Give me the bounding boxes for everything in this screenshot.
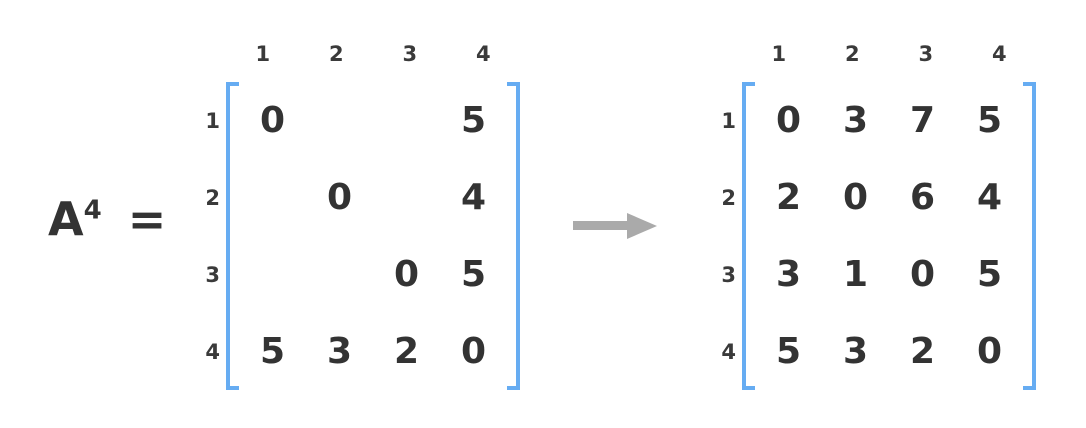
matrix-cell: 2	[393, 330, 420, 372]
matrix-cell: 5	[976, 253, 1003, 295]
row-label: 2	[205, 185, 220, 210]
row-label: 4	[721, 339, 736, 364]
matrix-grid: 1 2 3 4 1 2 3 4 0 3 7 5	[706, 40, 1036, 390]
matrix-cell: 3	[842, 99, 869, 141]
column-header: 2	[844, 42, 860, 66]
column-header-row: 1 2 3 4	[226, 40, 520, 80]
matrix-row: 0 5	[239, 236, 507, 313]
matrix-cell: 3	[326, 330, 353, 372]
matrix-cell: 3	[842, 330, 869, 372]
column-header: 1	[771, 42, 787, 66]
matrix-cell: 0	[976, 330, 1003, 372]
matrix-cell: 5	[775, 330, 802, 372]
row-label: 2	[721, 185, 736, 210]
row-label: 1	[721, 108, 736, 133]
matrix-cell: 4	[976, 176, 1003, 218]
matrix-cell: 0	[393, 253, 420, 295]
column-header: 2	[328, 42, 344, 66]
result-matrix: 1 2 3 4 1 2 3 4 0 3 7 5	[706, 40, 1036, 390]
matrix-row: 5 3 2 0	[239, 313, 507, 390]
matrix-cell	[373, 82, 440, 159]
row-label-column: 1 2 3 4	[706, 82, 736, 390]
matrix-cell: 6	[909, 176, 936, 218]
column-header: 4	[475, 42, 491, 66]
matrix-cell: 5	[976, 99, 1003, 141]
equation-label: A4=	[48, 196, 166, 242]
right-bracket	[507, 82, 520, 390]
left-bracket	[742, 82, 755, 390]
matrix-cell	[373, 159, 440, 236]
matrix-cell	[306, 82, 373, 159]
column-header: 4	[991, 42, 1007, 66]
matrix-cell	[306, 236, 373, 313]
column-header-row: 1 2 3 4	[742, 40, 1036, 80]
matrix-cell: 7	[909, 99, 936, 141]
column-header: 3	[918, 42, 934, 66]
matrix-cell: 5	[259, 330, 286, 372]
column-header: 3	[402, 42, 418, 66]
matrix-grid: 1 2 3 4 1 2 3 4 0 5	[190, 40, 520, 390]
row-label: 1	[205, 108, 220, 133]
column-header: 1	[255, 42, 271, 66]
matrix-row: 0 4	[239, 159, 507, 236]
matrix-cell: 3	[775, 253, 802, 295]
matrix-cell: 0	[326, 176, 353, 218]
matrix-cells: 0 5 0 4 0 5	[239, 82, 507, 390]
matrix-cell: 5	[460, 99, 487, 141]
row-label: 4	[205, 339, 220, 364]
matrix-body: 0 5 0 4 0 5	[226, 82, 520, 390]
matrix-cell	[239, 159, 306, 236]
equals-sign: =	[127, 192, 167, 246]
input-matrix: 1 2 3 4 1 2 3 4 0 5	[190, 40, 520, 390]
row-label: 3	[721, 262, 736, 287]
row-label-column: 1 2 3 4	[190, 82, 220, 390]
row-label: 3	[205, 262, 220, 287]
right-arrow-icon	[573, 210, 659, 242]
matrix-row: 5 3 2 0	[755, 313, 1023, 390]
matrix-symbol: A	[48, 192, 84, 246]
matrix-cell: 0	[775, 99, 802, 141]
matrix-cell: 5	[460, 253, 487, 295]
matrix-body: 0 3 7 5 2 0 6 4 3 1 0 5	[742, 82, 1036, 390]
matrix-cell	[239, 236, 306, 313]
matrix-cell: 4	[460, 176, 487, 218]
matrix-row: 0 3 7 5	[755, 82, 1023, 159]
matrix-cell: 2	[775, 176, 802, 218]
matrix-cells: 0 3 7 5 2 0 6 4 3 1 0 5	[755, 82, 1023, 390]
matrix-row: 0 5	[239, 82, 507, 159]
matrix-cell: 2	[909, 330, 936, 372]
matrix-cell: 0	[259, 99, 286, 141]
left-bracket	[226, 82, 239, 390]
right-bracket	[1023, 82, 1036, 390]
matrix-cell: 0	[842, 176, 869, 218]
matrix-cell: 0	[460, 330, 487, 372]
matrix-cell: 0	[909, 253, 936, 295]
matrix-row: 3 1 0 5	[755, 236, 1023, 313]
matrix-cell: 1	[842, 253, 869, 295]
matrix-exponent: 4	[83, 195, 102, 226]
matrix-row: 2 0 6 4	[755, 159, 1023, 236]
